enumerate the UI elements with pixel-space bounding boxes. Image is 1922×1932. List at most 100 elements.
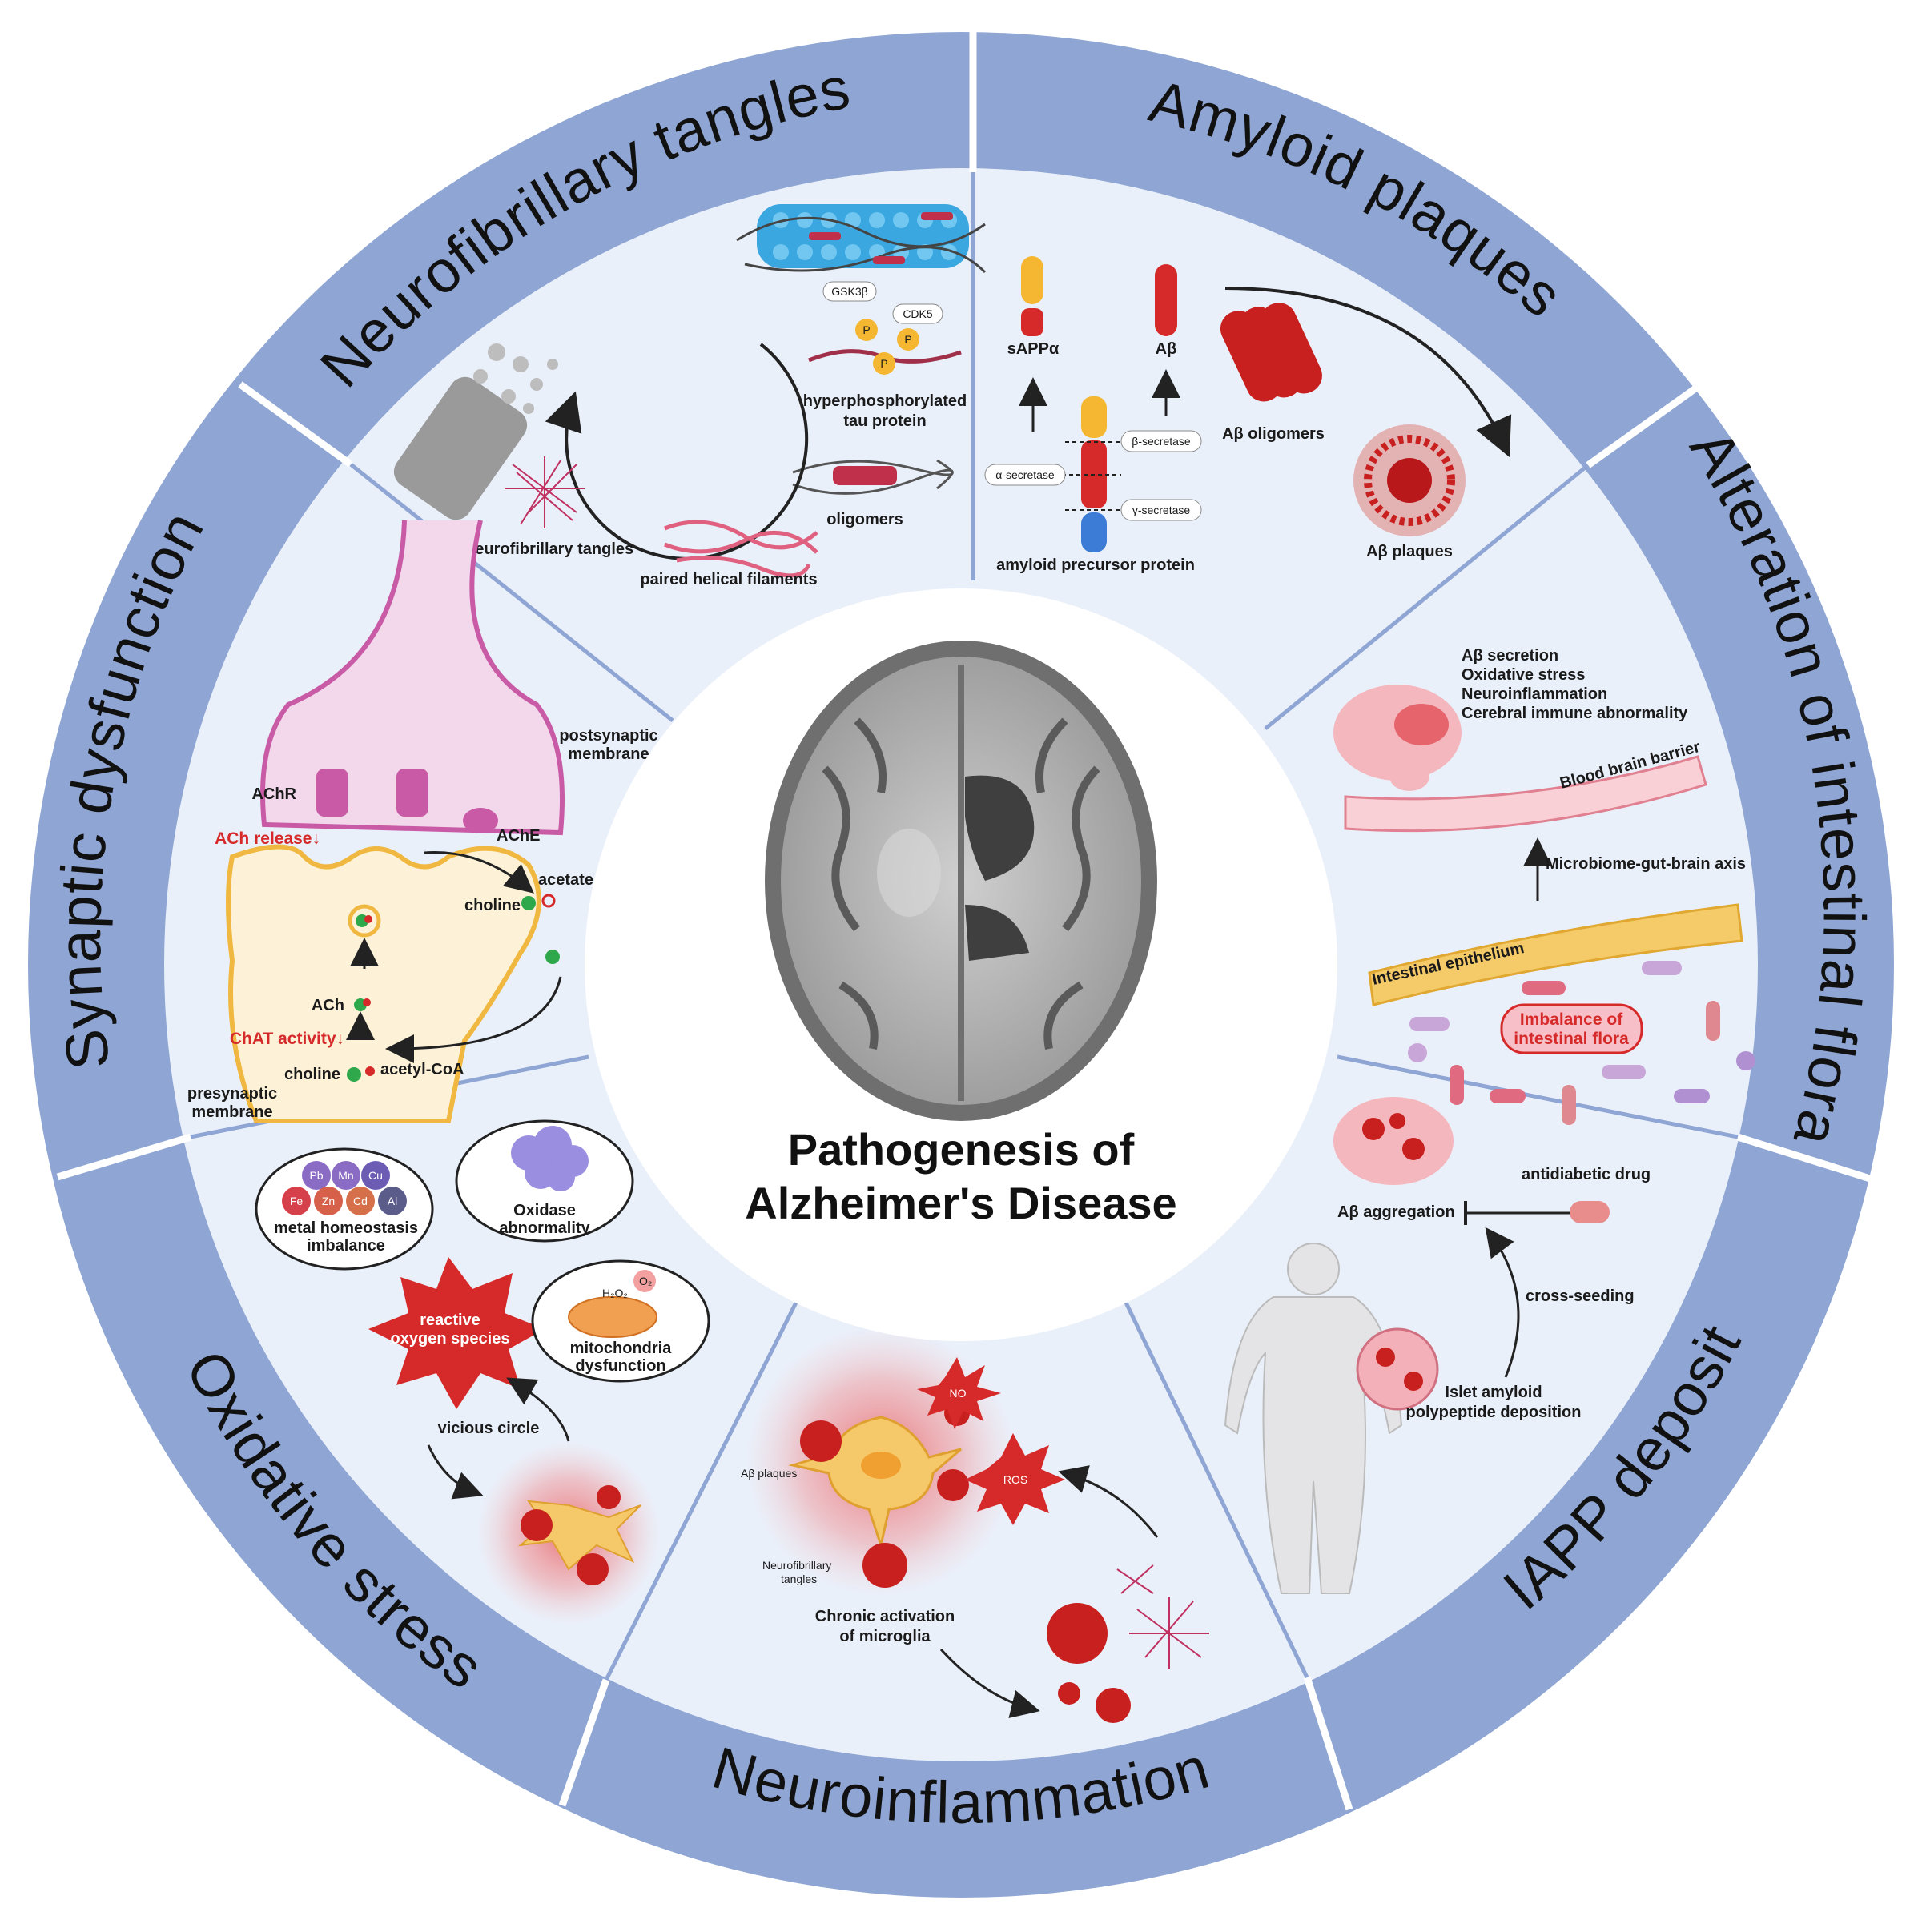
ros-label: reactive <box>420 1311 480 1329</box>
blood-brain-barrier-icon <box>1344 755 1707 833</box>
intestinal-sector: Aβ secretion Oxidative stress Neuroinfla… <box>1333 647 1755 1125</box>
oligomer-icon <box>792 459 954 495</box>
ab-plaques-label: Aβ plaques <box>1366 543 1453 560</box>
effect-label: Neuroinflammation <box>1462 685 1607 703</box>
intestinal-epithelium-icon <box>1368 903 1743 1006</box>
achr-label: AChR <box>251 785 296 803</box>
oligomers-label: oligomers <box>826 511 903 528</box>
nft-mesh-icon <box>505 456 585 528</box>
brain-pink-icon <box>1333 685 1462 791</box>
alpha-secretase-label: α-secretase <box>995 468 1055 481</box>
oxidase-label: abnormality <box>499 1219 590 1237</box>
app-label: amyloid precursor protein <box>996 556 1195 574</box>
cdk5-label: CDK5 <box>903 307 933 320</box>
choline-label: choline <box>464 897 521 914</box>
islet-icon <box>1356 1327 1439 1411</box>
cross-seeding-label: cross-seeding <box>1526 1287 1635 1305</box>
cross-seeding-arrow <box>1485 1227 1520 1378</box>
choline-label: choline <box>284 1066 340 1083</box>
svg-text:P: P <box>904 333 911 346</box>
presynaptic-label: presynaptic <box>187 1085 277 1103</box>
ach-vesicle-icon <box>348 904 381 938</box>
effect-label: Cerebral immune abnormality <box>1462 705 1688 722</box>
mitochondria-icon <box>568 1296 657 1338</box>
ach-release-label: ACh release↓ <box>215 829 320 848</box>
paired-helical-filament-icon <box>664 520 818 578</box>
no-burst-icon <box>917 1357 1001 1429</box>
ros-label: ROS <box>1003 1473 1027 1486</box>
h2o2-label: H₂O₂ <box>602 1287 628 1299</box>
mito-label: dysfunction <box>575 1357 665 1375</box>
plaque-tangle-cluster-icon <box>1047 1564 1209 1723</box>
metal-ion-icons <box>282 1161 407 1215</box>
amyloid-aggregation-arrow <box>1224 287 1512 457</box>
nft-label: tangles <box>781 1573 817 1585</box>
degrading-microtubule-icon <box>393 343 558 520</box>
oxidase-label: Oxidase <box>513 1202 576 1219</box>
page-title: Pathogenesis of <box>788 1124 1135 1175</box>
bacteria-icon <box>1408 961 1755 1125</box>
o2-label: O₂ <box>639 1275 652 1287</box>
ach-label: ACh <box>312 997 344 1014</box>
postsynaptic-neuron-icon <box>260 520 565 836</box>
metal-label: Zn <box>322 1195 335 1207</box>
sappa-icon <box>1021 256 1043 336</box>
brain-aggregation-icon <box>1333 1097 1454 1185</box>
metal-label: Mn <box>338 1169 353 1182</box>
ab-oligomers-label: Aβ oligomers <box>1222 425 1325 443</box>
antidiabetic-label: antidiabetic drug <box>1522 1166 1651 1183</box>
postsynaptic-label: membrane <box>568 745 649 763</box>
sector-dividers <box>56 32 1872 1811</box>
achr-receptor-icon <box>316 769 428 817</box>
no-label: NO <box>950 1387 967 1400</box>
ab-plaque-icon <box>1353 424 1466 536</box>
chronic-label: of microglia <box>839 1628 931 1645</box>
mito-label: mitochondria <box>570 1340 673 1357</box>
ab-aggregation-label: Aβ aggregation <box>1337 1203 1455 1221</box>
acetyl-coa-label: acetyl-CoA <box>380 1061 464 1078</box>
metal-label: Cu <box>368 1169 383 1182</box>
svg-text:P: P <box>862 323 870 336</box>
gsk3b-badge <box>822 281 877 302</box>
amyloid-sector: sAPPα Aβ Aβ oligomers Aβ plaques β- <box>984 256 1512 574</box>
tangles-sector: GSK3β CDK5 P P P hyperphosphorylated tau… <box>393 204 987 588</box>
ab-monomer-icon <box>1155 264 1177 336</box>
pill-icon <box>1570 1201 1610 1223</box>
ab-label: Aβ <box>1156 340 1177 358</box>
tangles-cycle-arrow <box>545 343 809 560</box>
metal-homeostasis-label: imbalance <box>307 1237 385 1255</box>
ros-star-icon <box>368 1257 545 1409</box>
svg-text:P: P <box>880 357 887 370</box>
oxidative-sector: Pb Mn Cu Fe Zn Cd Al metal homeostasis i… <box>255 1119 710 1625</box>
imbalance-label: intestinal flora <box>1514 1030 1629 1048</box>
hyperphosphorylated-label: hyperphosphorylated <box>803 392 967 410</box>
neuroinflammation-sector: NO ROS Aβ plaques Neurofibrillary tangle… <box>741 1325 1209 1723</box>
axis-label: Microbiome-gut-brain axis <box>1546 855 1746 873</box>
sappa-label: sAPPα <box>1007 340 1060 358</box>
chronic-label: Chronic activation <box>815 1608 955 1625</box>
nft-label: Neurofibrillary tangles <box>464 540 633 558</box>
metal-label: Fe <box>290 1195 304 1207</box>
beta-secretase-label: β-secretase <box>1132 435 1191 448</box>
islet-label: Islet amyloid <box>1445 1384 1542 1401</box>
vicious-circle-label: vicious circle <box>438 1420 540 1437</box>
page-subtitle: Alzheimer's Disease <box>745 1178 1176 1228</box>
imbalance-box <box>1500 1003 1643 1054</box>
oxidase-icon <box>511 1126 589 1191</box>
postsynaptic-label: postsynaptic <box>559 727 657 745</box>
chat-activity-label: ChAT activity↓ <box>230 1030 344 1048</box>
nft-label: Neurofibrillary <box>762 1559 831 1572</box>
imbalance-label: Imbalance of <box>1520 1010 1623 1029</box>
effect-label: Oxidative stress <box>1462 666 1586 684</box>
ab-oligomer-icon <box>1220 303 1322 402</box>
metal-label: Pb <box>309 1169 323 1182</box>
ab-plaques-label: Aβ plaques <box>741 1467 797 1480</box>
ros-label: oxygen species <box>391 1330 510 1348</box>
ros-burst-icon <box>965 1433 1065 1525</box>
metal-homeostasis-label: metal homeostasis <box>274 1219 418 1237</box>
acetate-label: acetate <box>538 871 593 889</box>
paired-helical-filaments-label: paired helical filaments <box>640 571 817 588</box>
microtubule-icon <box>736 204 987 274</box>
